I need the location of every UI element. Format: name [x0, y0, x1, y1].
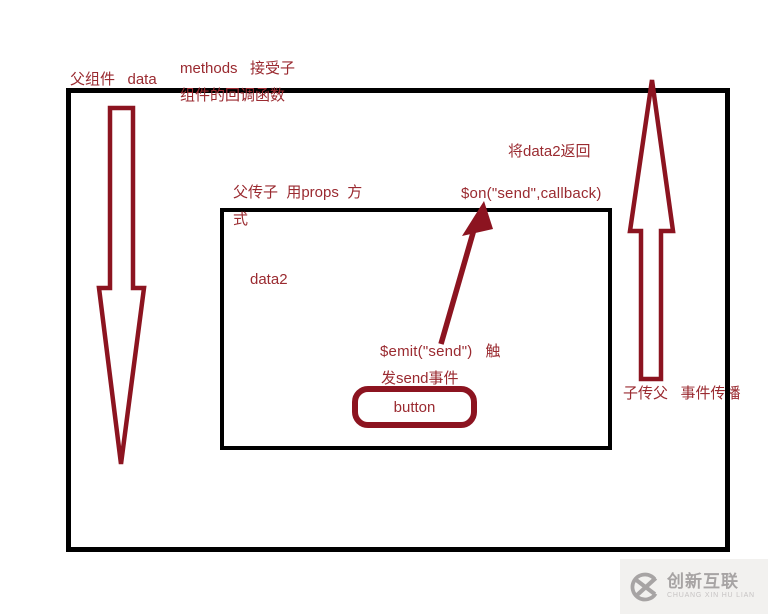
button-node: button: [352, 386, 477, 428]
watermark-subtext: CHUANG XIN HU LIAN: [667, 592, 755, 599]
data2-label: data2: [250, 271, 288, 288]
parent-component-box: [66, 88, 730, 552]
button-label: button: [393, 398, 436, 416]
return-data2-label: 将data2返回: [508, 143, 591, 160]
watermark-brand: 创新互联: [667, 572, 739, 591]
methods-label-line2: 组件的回调函数: [180, 87, 286, 104]
parent-header-label: 父组件 data: [70, 71, 157, 88]
emit-label-line2: 发send事件: [381, 370, 459, 387]
on-handler-label: $on("send",callback): [461, 185, 602, 202]
props-label-line2: 式: [233, 211, 249, 228]
methods-label-line1: methods 接受子: [180, 60, 296, 77]
child-component-box: [220, 208, 612, 450]
emit-label-line1: $emit("send") 触: [380, 343, 501, 360]
props-label-line1: 父传子 用props 方: [233, 184, 363, 201]
watermark: 创新互联 CHUANG XIN HU LIAN: [620, 559, 768, 614]
circle-x-logo-icon: [630, 572, 660, 601]
watermark-text: 创新互联 CHUANG XIN HU LIAN: [667, 573, 755, 600]
